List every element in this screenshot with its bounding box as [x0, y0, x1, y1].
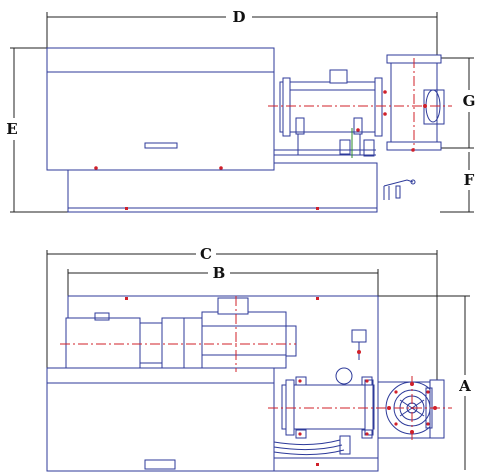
hood-side — [46, 47, 275, 171]
drain-pipe-side — [383, 179, 416, 200]
top-view: C B A — [46, 245, 471, 472]
dim-label-b: B — [213, 264, 226, 282]
hood-top — [46, 367, 275, 472]
dimension-e: E — [6, 47, 68, 213]
dimension-c: C — [46, 245, 438, 380]
flange-top — [377, 379, 445, 439]
hood-handle — [144, 142, 178, 149]
dim-label-g: G — [463, 92, 476, 110]
dim-label-a: A — [458, 377, 471, 395]
valve-top — [335, 329, 367, 385]
dimension-g: G — [440, 57, 476, 149]
motor-top — [65, 297, 297, 371]
piping-side — [274, 128, 376, 158]
dim-label-e: E — [6, 120, 17, 138]
dimension-a: A — [378, 295, 471, 470]
flange-box-side — [386, 54, 445, 152]
dimension-f: F — [440, 152, 475, 213]
dim-label-c: C — [200, 245, 212, 263]
dim-label-f: F — [464, 171, 475, 189]
dim-label-d: D — [232, 8, 245, 26]
dimension-d: D — [46, 8, 438, 58]
side-view: D E G F — [6, 8, 476, 213]
dimension-b: B — [67, 264, 379, 296]
exchanger-side — [279, 69, 387, 137]
hoses-top — [273, 435, 351, 456]
